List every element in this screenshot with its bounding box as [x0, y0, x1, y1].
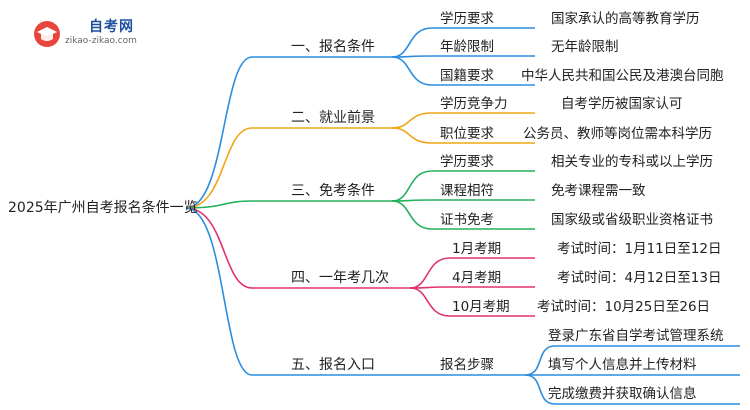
leaf-value: 相关专业的专科或以上学历 — [551, 154, 713, 170]
leaf-label: 学历要求 — [440, 154, 494, 170]
leaf-value: 公务员、教师等岗位需本科学历 — [523, 126, 712, 142]
site-logo: 自考网 zikao-zikao.com — [33, 16, 163, 52]
branch-connector — [185, 127, 392, 209]
leaf-connector — [409, 257, 535, 289]
leaf-value: 考试时间：4月12日至13日 — [557, 270, 722, 286]
leaf-value: 中华人民共和国公民及港澳台同胞 — [521, 68, 724, 84]
leaf-value: 国家承认的高等教育学历 — [551, 11, 700, 27]
leaf-value: 自考学历被国家认可 — [561, 96, 683, 112]
branch-connector — [185, 56, 392, 209]
branch-connector — [185, 200, 392, 209]
branch-label: 四、一年考几次 — [291, 270, 389, 286]
leaf-connector — [391, 55, 535, 58]
leaf-label: 年龄限制 — [440, 39, 494, 55]
leaf-connector — [391, 170, 535, 202]
leaf-label: 1月考期 — [452, 241, 502, 257]
leaf-connector — [391, 199, 535, 202]
leaf-value: 填写个人信息并上传材料 — [548, 357, 697, 373]
leaf-label: 证书免考 — [440, 212, 494, 228]
leaf-label: 4月考期 — [452, 270, 502, 286]
branch-label: 二、就业前景 — [291, 110, 375, 126]
branch-connector — [185, 207, 410, 376]
leaf-connector — [391, 27, 535, 58]
branch-label: 五、报名入口 — [291, 357, 375, 373]
leaf-connector — [391, 56, 535, 86]
branch-connector — [185, 207, 410, 289]
leaf-label: 学历要求 — [440, 11, 494, 27]
root-node: 2025年广州自考报名条件一览 — [8, 200, 198, 216]
leaf-value: 考试时间：1月11日至12日 — [557, 241, 722, 257]
leaf-value: 完成缴费并获取确认信息 — [548, 386, 697, 402]
leaf-connector — [409, 286, 535, 289]
branch-label: 三、免考条件 — [291, 183, 375, 199]
step-connector — [524, 345, 740, 376]
leaf-connector — [409, 287, 535, 317]
leaf-label: 国籍要求 — [440, 68, 494, 84]
step-connector — [524, 374, 740, 405]
leaf-label: 课程相符 — [440, 183, 494, 199]
leaf-label: 报名步骤 — [440, 357, 494, 373]
leaf-connector — [391, 200, 535, 230]
leaf-value: 登录广东省自学考试管理系统 — [548, 328, 724, 344]
logo-url: zikao-zikao.com — [65, 36, 137, 46]
leaf-value: 考试时间：10月25日至26日 — [537, 299, 711, 315]
leaf-label: 10月考期 — [452, 299, 510, 315]
leaf-label: 职位要求 — [440, 126, 494, 142]
leaf-connector — [391, 127, 535, 144]
leaf-value: 免考课程需一致 — [551, 183, 646, 199]
graduation-cap-icon — [34, 21, 60, 47]
logo-name: 自考网 — [89, 19, 134, 35]
leaf-value: 国家级或省级职业资格证书 — [551, 212, 713, 228]
leaf-label: 学历竞争力 — [440, 96, 508, 112]
branch-label: 一、报名条件 — [291, 39, 375, 55]
leaf-connector — [391, 112, 535, 129]
leaf-value: 无年龄限制 — [551, 39, 619, 55]
